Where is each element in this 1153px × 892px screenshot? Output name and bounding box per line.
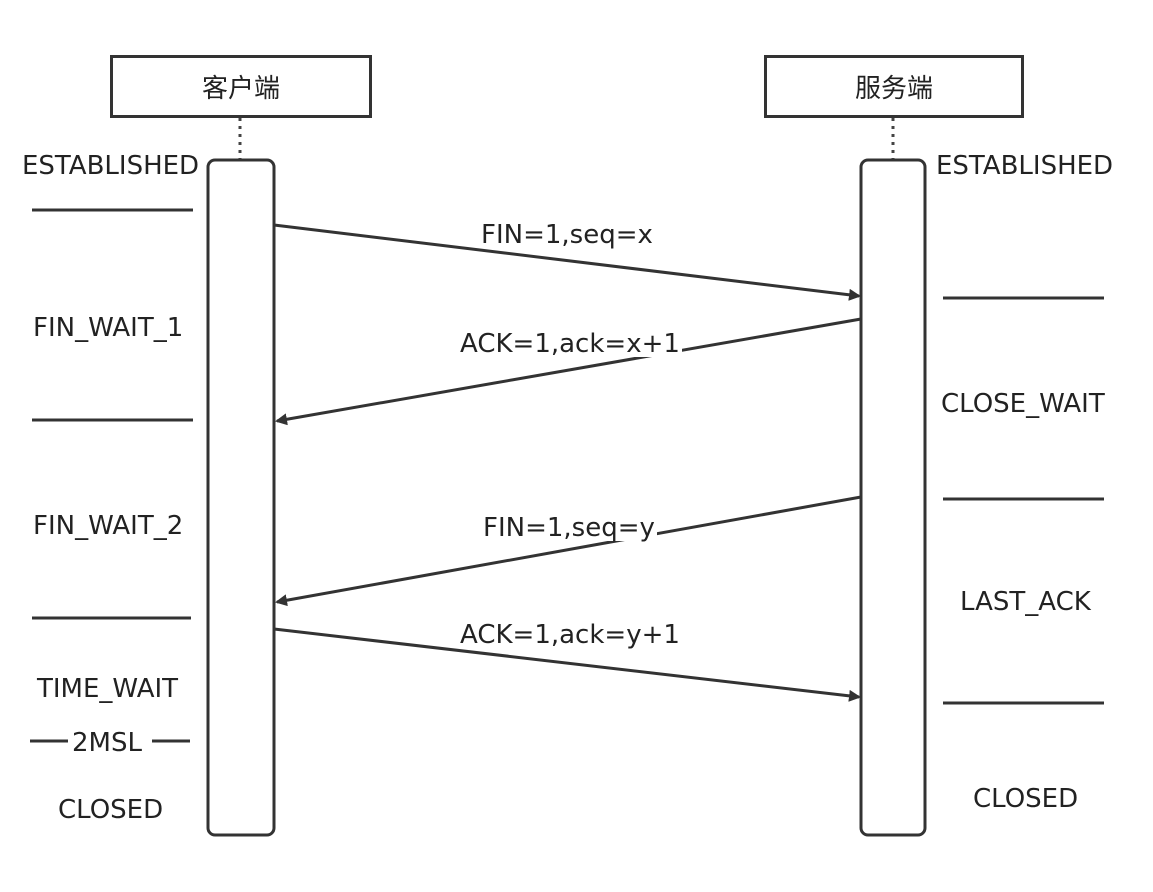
arrow-fin-seq-x bbox=[273, 223, 861, 301]
server-state-closed: CLOSED bbox=[973, 784, 1079, 814]
client-actor-box: 客户端 bbox=[110, 55, 372, 118]
client-state-fin-wait-2: FIN_WAIT_2 bbox=[33, 511, 184, 541]
client-state-time-wait: TIME_WAIT bbox=[37, 674, 179, 704]
message-label-fin-seq-y: FIN=1,seq=y bbox=[481, 513, 657, 543]
server-state-last-ack: LAST_ACK bbox=[960, 587, 1091, 617]
arrow-ack-y-plus-1 bbox=[273, 627, 861, 702]
client-state-fin-wait-1: FIN_WAIT_1 bbox=[33, 313, 184, 343]
server-actor-box: 服务端 bbox=[764, 55, 1024, 118]
message-label-ack-y-plus-1: ACK=1,ack=y+1 bbox=[458, 620, 682, 650]
server-title: 服务端 bbox=[854, 74, 933, 104]
arrow-fin-seq-y bbox=[275, 495, 862, 607]
client-state-2msl: 2MSL bbox=[72, 728, 142, 758]
arrow-ack-x-plus-1 bbox=[275, 317, 862, 426]
message-label-fin-seq-x: FIN=1,seq=x bbox=[479, 220, 655, 250]
server-state-close-wait: CLOSE_WAIT bbox=[941, 389, 1105, 419]
server-activation-bar bbox=[859, 158, 927, 837]
server-state-established: ESTABLISHED bbox=[936, 151, 1114, 181]
client-state-closed: CLOSED bbox=[58, 795, 164, 825]
message-label-ack-x-plus-1: ACK=1,ack=x+1 bbox=[458, 329, 682, 359]
client-state-established: ESTABLISHED bbox=[22, 151, 200, 181]
client-title: 客户端 bbox=[201, 74, 280, 104]
client-activation-bar bbox=[206, 158, 276, 837]
